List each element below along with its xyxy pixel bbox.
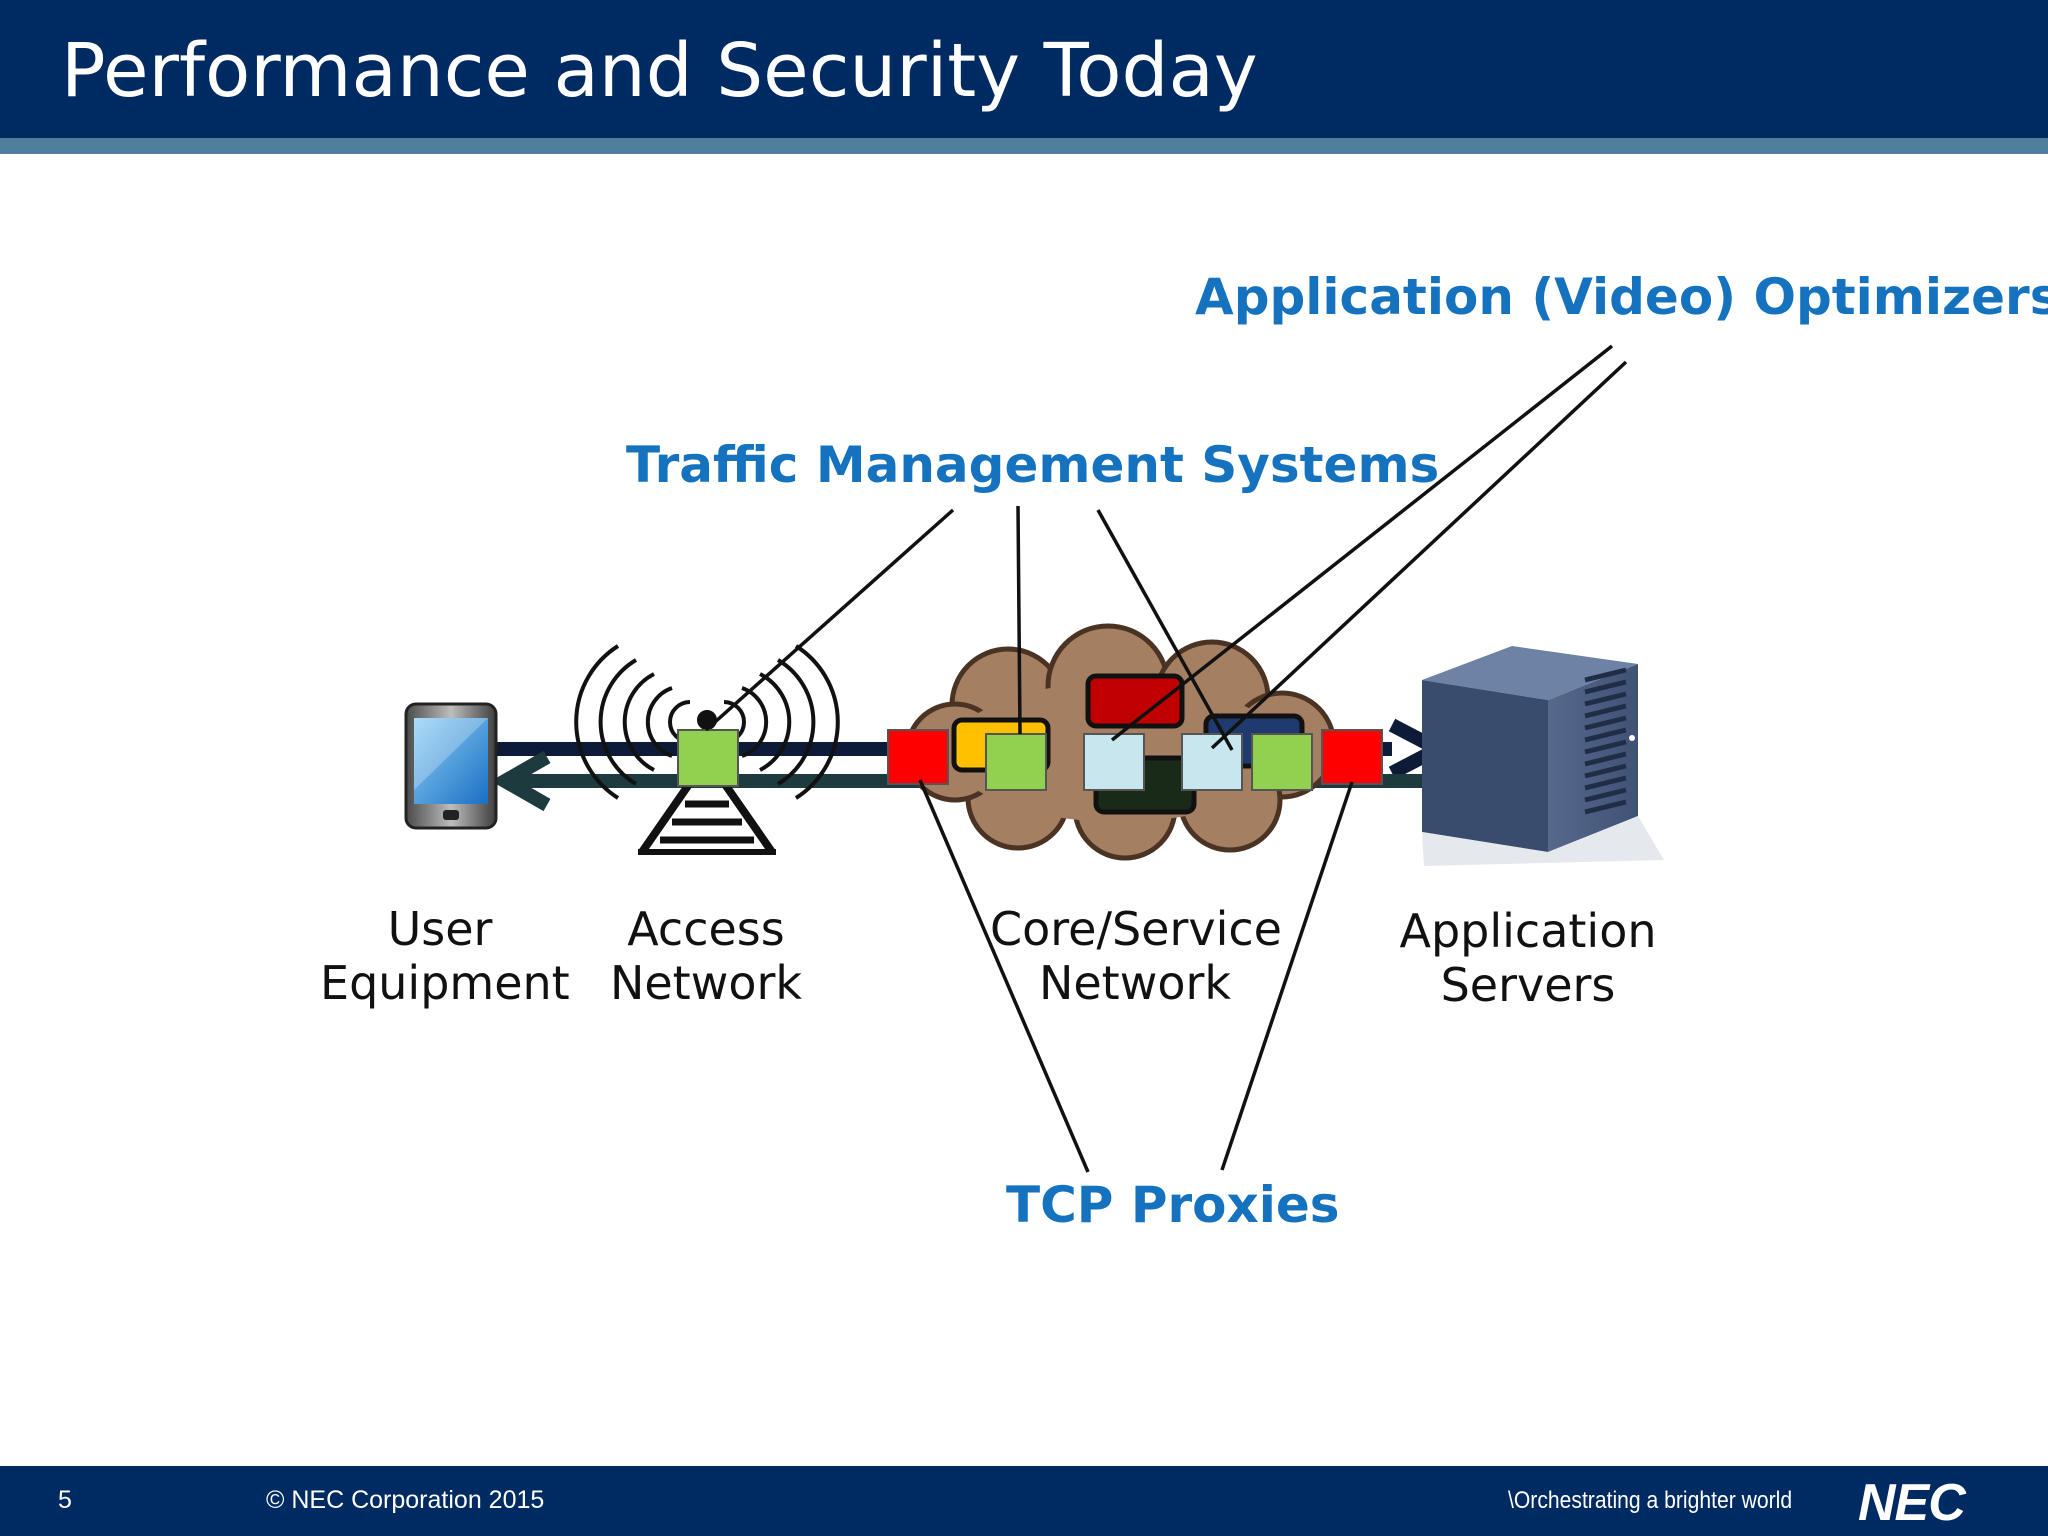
header-bar [0, 0, 2048, 138]
page-number: 5 [58, 1486, 72, 1514]
tcp-proxy-boxes [887, 729, 1383, 785]
traffic-management-boxes [677, 729, 1313, 791]
callout-lines [704, 344, 1628, 1173]
core-network-label: Core/Service Network [990, 902, 1282, 1010]
access-network-label: Access Network [600, 902, 812, 1010]
app-servers-label: Application Servers [1398, 904, 1658, 1012]
server-icon [1422, 646, 1664, 866]
core-network-line2: Network [1038, 956, 1232, 1010]
traffic-management-label: Traffic Management Systems [626, 436, 1440, 494]
slide-title: Performance and Security Today [61, 28, 1258, 114]
cell-tower-icon [574, 644, 840, 855]
tagline-text: \Orchestrating a brighter world [1508, 1487, 1793, 1514]
access-network-line1: Access [627, 902, 785, 956]
access-network-line2: Network [609, 956, 803, 1010]
tcp-proxies-label: TCP Proxies [1006, 1176, 1340, 1234]
user-equipment-label: User Equipment [320, 902, 570, 1010]
core-network-line1: Core/Service [990, 902, 1282, 956]
nec-logo: NEC [1858, 1474, 1966, 1532]
app-servers-line1: Application [1399, 904, 1657, 958]
optimizer-boxes [1083, 733, 1243, 791]
copyright-text: © NEC Corporation 2015 [266, 1486, 545, 1514]
user-equipment-line2: Equipment [320, 956, 570, 1010]
video-optimizers-label: Application (Video) Optimizers [1195, 268, 2048, 326]
user-equipment-line1: User [387, 902, 493, 956]
app-servers-line2: Servers [1440, 958, 1616, 1012]
footer-bar [0, 1466, 2048, 1536]
mobile-phone-icon [404, 702, 498, 830]
header-rule [0, 138, 2048, 154]
